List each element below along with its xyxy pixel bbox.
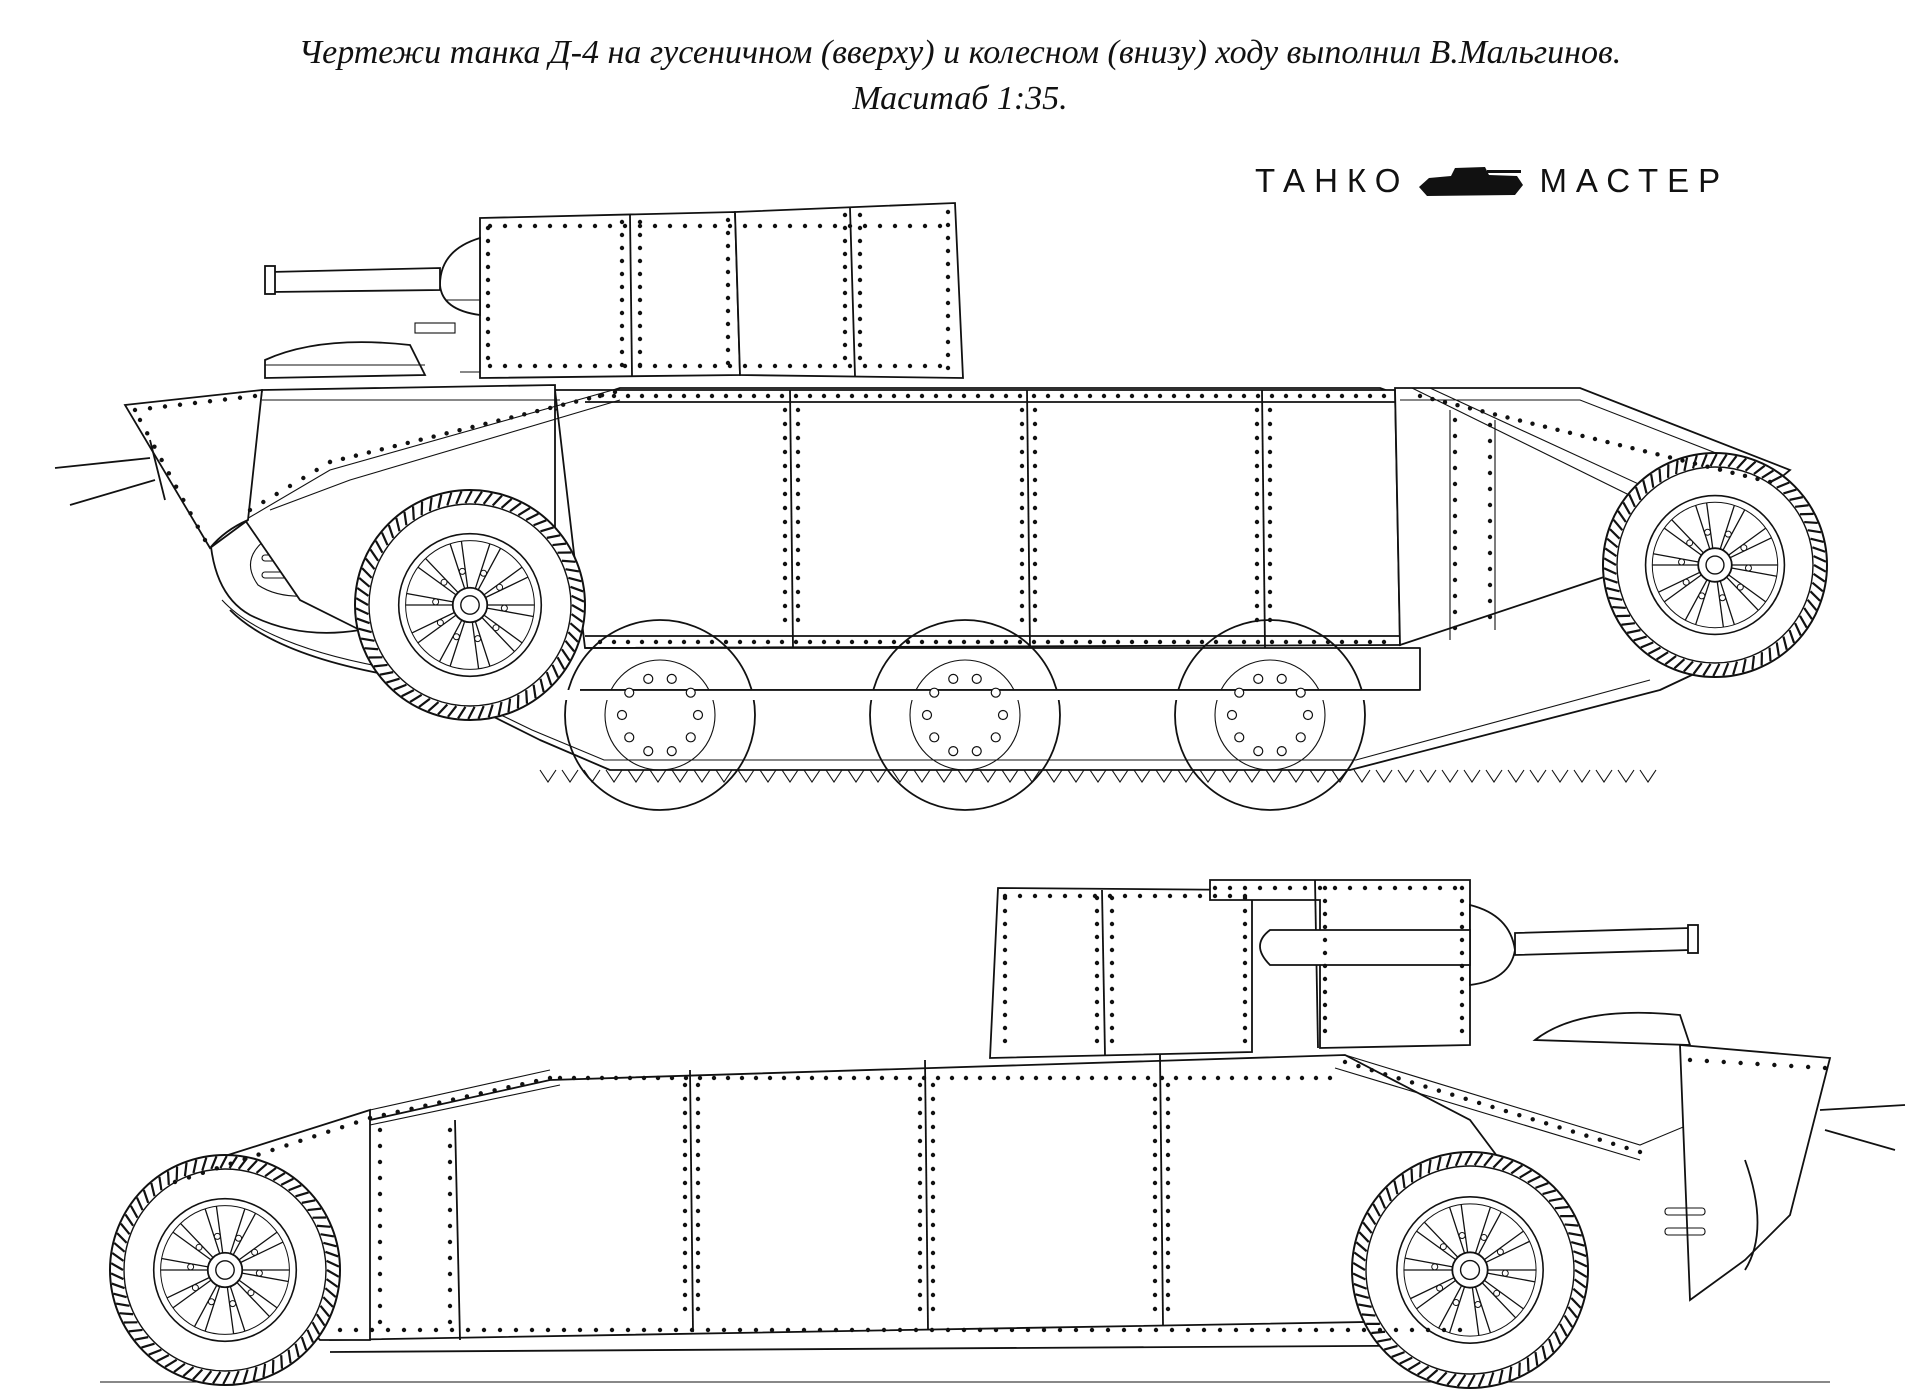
front-track-horn <box>208 504 361 634</box>
track-teeth <box>539 769 1657 783</box>
hull-sill <box>580 647 1421 691</box>
rivet-pattern <box>132 209 1828 1333</box>
wheel-bolt <box>1234 732 1245 743</box>
brand-logo: ТАНКО МАСТЕР <box>1255 158 1729 204</box>
wheel-bolt <box>1234 687 1245 698</box>
wheel-bolt <box>921 709 933 721</box>
superstructure-rear <box>734 202 964 379</box>
drawing-caption: Чертежи танка Д-4 на гусеничном (вверху)… <box>0 30 1920 122</box>
wheel-bolt <box>1226 709 1238 721</box>
wheel-bolt <box>1253 746 1264 757</box>
main-gun-barrel-lower <box>1514 927 1691 956</box>
wheel-bolt <box>997 709 1009 721</box>
wheel-bolt <box>1295 687 1306 698</box>
spoked-wheel <box>109 1154 341 1386</box>
wheel-bolt <box>685 732 696 743</box>
track-lower-run <box>229 609 1746 771</box>
spoked-wheel <box>1351 1151 1589 1389</box>
spoked-wheel <box>1602 452 1828 678</box>
wheel-bolt <box>692 709 704 721</box>
gun-mantlet <box>439 236 481 317</box>
spoked-wheel <box>354 489 586 721</box>
gun-mantlet-lower <box>1469 903 1516 987</box>
driver-hatch <box>264 341 427 379</box>
nose-plate <box>123 388 264 550</box>
brand-text-right: МАСТЕР <box>1539 162 1730 199</box>
wheel-bolt <box>666 746 677 757</box>
caption-line-2: Маситаб 1:35. <box>852 80 1068 117</box>
wheel-bolt <box>1253 673 1264 684</box>
superstructure-left <box>989 887 1253 1059</box>
wheel-bolt <box>948 673 959 684</box>
wheel-bolt <box>666 673 677 684</box>
superstructure-front <box>479 211 741 379</box>
wheel-bolt <box>643 673 654 684</box>
front-machine-guns <box>54 439 166 506</box>
driver-hatch-lower <box>1532 1011 1692 1046</box>
wheeled-tank-side-view <box>100 879 1906 1383</box>
wheel-bolt <box>971 746 982 757</box>
wheel-bolt <box>990 732 1001 743</box>
caption-line-1: Чертежи танка Д-4 на гусеничном (вверху)… <box>298 34 1622 71</box>
wheel-bolt <box>624 732 635 743</box>
wheel-bolt <box>1302 709 1314 721</box>
wheel-bolt <box>643 746 654 757</box>
main-gun-barrel <box>269 267 441 293</box>
nose-plate-lower <box>1679 1044 1832 1302</box>
hull-side <box>553 389 1401 649</box>
front-machine-guns-lower <box>1819 1104 1906 1151</box>
wheel-bolt <box>685 687 696 698</box>
wheel-bolt <box>1276 746 1287 757</box>
wheel-bolt <box>616 709 628 721</box>
wheel-bolt <box>1276 673 1287 684</box>
tracked-tank-side-view <box>54 202 1792 811</box>
wheel-bolt <box>929 732 940 743</box>
wheel-bolt <box>624 687 635 698</box>
wheel-bolt <box>929 687 940 698</box>
wheel-bolt <box>948 746 959 757</box>
brand-text-left: ТАНКО <box>1255 162 1410 199</box>
wheel-bolt <box>990 687 1001 698</box>
wheel-bolt <box>971 673 982 684</box>
tank-silhouette-icon <box>1415 161 1525 201</box>
wheel-bolt <box>1295 732 1306 743</box>
